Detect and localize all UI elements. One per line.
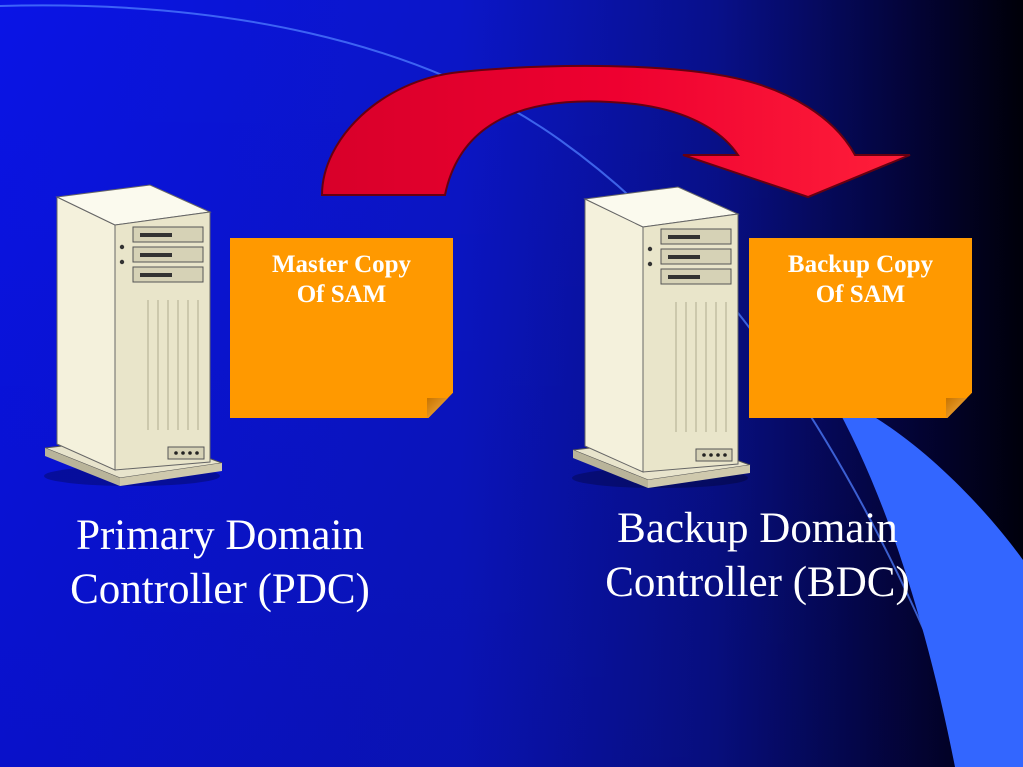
background-swoosh xyxy=(830,395,1023,767)
pdc-label: Primary Domain Controller (PDC) xyxy=(20,509,420,617)
background-curve-line xyxy=(0,4,981,767)
pdc-sam-note: Master Copy Of SAM xyxy=(230,238,453,418)
pdc-label-line2: Controller (PDC) xyxy=(70,566,370,613)
server-tower-icon xyxy=(44,184,223,486)
bdc-label: Backup Domain Controller (BDC) xyxy=(550,502,965,610)
bdc-note-line1: Backup Copy xyxy=(787,251,934,278)
bdc-sam-note: Backup Copy Of SAM xyxy=(749,238,972,418)
bdc-note-line2: Of SAM xyxy=(815,281,906,308)
bdc-label-line2: Controller (BDC) xyxy=(605,559,910,606)
curved-arrow-icon xyxy=(320,64,911,199)
pdc-label-line1: Primary Domain xyxy=(76,512,364,559)
pdc-note-line2: Of SAM xyxy=(296,281,387,308)
bdc-label-line1: Backup Domain xyxy=(617,505,898,552)
pdc-note-line1: Master Copy xyxy=(271,251,412,278)
server-tower-icon xyxy=(572,186,751,488)
